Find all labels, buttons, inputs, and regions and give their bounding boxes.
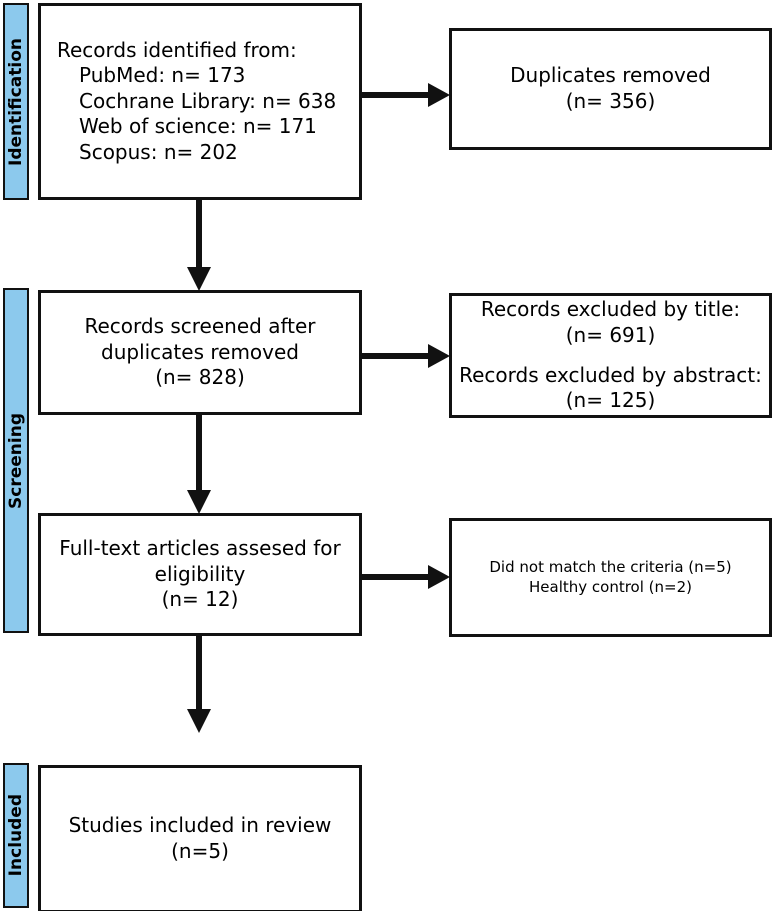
fulltext-articles-count: (n= 12) [161,587,239,612]
box-records-screened-content: Records screened after duplicates remove… [41,314,359,391]
duplicates-removed-line-1: Duplicates removed [510,63,711,88]
stage-label-included-text: Included [5,794,26,877]
records-screened-count: (n= 828) [155,365,245,390]
box-records-excluded-screening-content: Records excluded by title: (n= 691) Reco… [451,297,770,413]
excluded-by-abstract-count: (n= 125) [565,388,656,413]
excluded-by-title-count: (n= 691) [565,322,656,347]
studies-included-count: (n=5) [171,839,229,863]
excluded-by-abstract-label: Records excluded by abstract: [459,362,762,387]
connector-screened-to-fulltext [183,412,215,516]
records-identified-source-pubmed: PubMed: n= 173 [79,63,246,88]
excluded-eligibility-healthy-control: Healthy control (n=2) [529,577,692,596]
stage-label-screening-text: Screening [5,412,26,509]
box-records-identified: Records identified from: PubMed: n= 173 … [38,3,362,200]
records-identified-source-cochrane: Cochrane Library: n= 638 [79,88,337,113]
box-studies-included-content: Studies included in review (n=5) [41,813,359,864]
records-identified-source-wos: Web of science: n= 171 [79,114,317,139]
box-records-excluded-screening: Records excluded by title: (n= 691) Reco… [449,293,772,418]
connector-fulltext-to-included [183,633,215,735]
excluded-by-abstract-group: Records excluded by abstract: (n= 125) [459,363,762,414]
records-screened-line-1: Records screened after [84,314,316,339]
stage-label-identification: Identification [3,3,29,200]
box-records-screened: Records screened after duplicates remove… [38,290,362,415]
stage-label-screening: Screening [3,288,29,633]
box-fulltext-articles-content: Full-text articles assesed for eligibili… [41,536,359,613]
records-identified-heading: Records identified from: [57,37,297,62]
connector-identified-to-duplicates [360,80,452,110]
duplicates-removed-count: (n= 356) [565,89,656,113]
studies-included-line-1: Studies included in review [68,813,332,838]
box-excluded-eligibility: Did not match the criteria (n=5) Healthy… [449,518,772,637]
fulltext-articles-line-2: eligibility [154,561,246,586]
box-duplicates-removed-content: Duplicates removed (n= 356) [452,63,769,114]
box-fulltext-articles: Full-text articles assesed for eligibili… [38,513,362,636]
box-excluded-eligibility-content: Did not match the criteria (n=5) Healthy… [452,558,769,597]
stage-label-identification-text: Identification [5,37,26,166]
connector-identified-to-screened [183,197,215,293]
excluded-by-title-label: Records excluded by title: [480,297,741,322]
box-studies-included: Studies included in review (n=5) [38,765,362,911]
box-records-identified-content: Records identified from: PubMed: n= 173 … [41,38,359,166]
fulltext-articles-line-1: Full-text articles assesed for [59,536,341,561]
box-duplicates-removed: Duplicates removed (n= 356) [449,28,772,150]
stage-label-included: Included [3,763,29,908]
connector-fulltext-to-excluded [360,562,452,592]
excluded-by-title-group: Records excluded by title: (n= 691) [459,297,762,348]
records-identified-source-scopus: Scopus: n= 202 [79,139,238,164]
records-screened-line-2: duplicates removed [101,339,299,364]
connector-screened-to-excluded [360,341,452,371]
excluded-eligibility-criteria: Did not match the criteria (n=5) [489,558,732,576]
